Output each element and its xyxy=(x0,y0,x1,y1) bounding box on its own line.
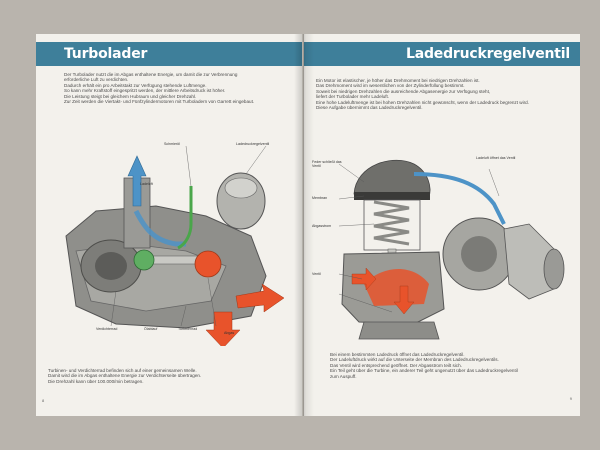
right-intro-line: Ein Motor ist elastischer, je höher das … xyxy=(316,78,480,83)
left-intro-line: So kann mehr Kraftstoff eingespritzt wer… xyxy=(64,88,226,94)
right-bottom-line: Ein Teil geht über die Turbine, ein ande… xyxy=(330,368,518,374)
right-bottom-text: Bei einem bestimmten Ladedruck öffnet da… xyxy=(330,352,575,379)
right-page: Ladedruckregelventil Ein Motor ist elast… xyxy=(304,34,580,416)
charge-air-pressure-line xyxy=(413,172,506,225)
label-ladeluft-oeffnet: Ladeluft öffnet das Ventil xyxy=(476,156,516,160)
mounting-flange xyxy=(358,321,440,340)
exhaust-arrow-right xyxy=(235,283,285,313)
right-intro-line: Soweit bei niedrigen Drehzahlen die ausr… xyxy=(316,88,491,94)
leader-line xyxy=(338,223,375,227)
exhaust-arrow-down xyxy=(393,285,415,315)
wastegate-cutaway-illustration xyxy=(338,160,565,340)
exhaust-arrow-down xyxy=(205,311,241,346)
left-header-bar: Turbolader xyxy=(36,42,302,66)
label-oelablauf: Ölablauf xyxy=(144,327,158,331)
left-intro-text: Der Turbolader nutzt die im Abgas enthal… xyxy=(64,72,294,104)
charge-air-arrow xyxy=(127,155,147,207)
right-bottom-line: Der Ladeluftdruck wirkt auf die Untersei… xyxy=(330,357,499,363)
outlet-flange xyxy=(543,248,565,290)
leader-line xyxy=(110,290,117,327)
right-bottom-line: zum Auspuff. xyxy=(330,373,357,379)
leader-line xyxy=(180,305,187,327)
left-page-title: Turbolader xyxy=(64,46,148,62)
label-ladeluft: Ladeluft xyxy=(140,182,153,186)
label-ventil: Ventil xyxy=(312,272,321,276)
right-bottom-line: Das Ventil wird entsprechend geöffnet. D… xyxy=(330,362,462,368)
right-intro-line: liefert der Turbolader mehr Ladeluft. xyxy=(316,94,390,100)
left-intro-line: Der Turbolader nutzt die im Abgas enthal… xyxy=(64,72,238,77)
left-page-number: 8 xyxy=(42,398,45,403)
charge-air-path xyxy=(133,209,186,247)
right-page-number: 9 xyxy=(569,396,572,401)
right-bottom-line: Bei einem bestimmten Ladedruck öffnet da… xyxy=(330,352,465,357)
actuator-cap xyxy=(224,177,258,199)
turbine-wheel xyxy=(194,250,222,278)
right-intro-text: Ein Motor ist elastischer, je höher das … xyxy=(316,78,574,110)
actuator-dome xyxy=(353,160,431,197)
label-verdichterrad: Verdichterrad xyxy=(96,327,118,331)
leader-line xyxy=(338,273,363,280)
left-intro-line: erforderliche Luft zu verdichten. xyxy=(64,77,129,83)
turbocharger-cutaway-illustration xyxy=(65,145,285,346)
label-turbinenrad: Turbinenrad xyxy=(178,327,198,331)
exhaust-flow xyxy=(364,269,429,306)
label-abgasstrom: Abgasstrom xyxy=(312,224,332,228)
left-bottom-text: Turbinen- und Verdichterrad befinden sic… xyxy=(48,368,288,384)
label-ladedruckregelventil: Ladedruckregelventil xyxy=(236,142,270,146)
right-intro-line: Eine hohe Ladeluftmenge ist bei hohen Dr… xyxy=(316,99,529,105)
left-bottom-line: Die Drehzahl kann über 100.000/min betra… xyxy=(48,378,144,384)
left-intro-line: Dadurch erhält ein pro Arbeitstakt zur V… xyxy=(64,82,207,88)
actuator-spring xyxy=(373,200,410,246)
turbo-center xyxy=(461,236,497,272)
leader-line xyxy=(488,168,500,197)
leader-line xyxy=(338,293,393,313)
right-intro-line: Diese Aufgabe übernimmt das Ladedruckreg… xyxy=(316,105,423,111)
leader-line xyxy=(207,277,217,327)
right-intro-line: Das Drehmoment wird im wesentlichen von … xyxy=(316,83,465,89)
exhaust-arrow-in xyxy=(351,267,377,291)
left-bottom-line: Damit wird die im Abgas enthaltene Energ… xyxy=(48,373,202,379)
label-feder-schliesst: Feder schließt das Ventil xyxy=(312,160,342,169)
leader-line xyxy=(245,145,267,175)
oil-line xyxy=(177,186,193,250)
membrane-plate xyxy=(354,192,430,200)
left-page: Turbolader Der Turbolader nutzt die im A… xyxy=(36,34,303,416)
leader-line xyxy=(185,145,192,187)
label-abgas: Abgas xyxy=(224,331,235,335)
leader-line xyxy=(338,195,365,200)
brochure: Turbolader Der Turbolader nutzt die im A… xyxy=(36,34,580,416)
label-membran: Membran xyxy=(312,196,328,200)
left-bottom-line: Turbinen- und Verdichterrad befinden sic… xyxy=(48,368,197,373)
leader-line xyxy=(338,163,365,183)
compressor-inlet xyxy=(95,252,127,280)
right-page-title: Ladedruckregelventil xyxy=(406,46,570,62)
left-intro-line: Zur Zeit werden die Viertakt- und Fünfzy… xyxy=(64,99,255,105)
left-intro-line: Die Leistung steigt bei gleichem Hubraum… xyxy=(64,93,197,99)
compressor-wheel xyxy=(133,249,155,271)
label-schmieroel: Schmieröl xyxy=(164,142,180,146)
right-header-bar: Ladedruckregelventil xyxy=(304,42,580,66)
